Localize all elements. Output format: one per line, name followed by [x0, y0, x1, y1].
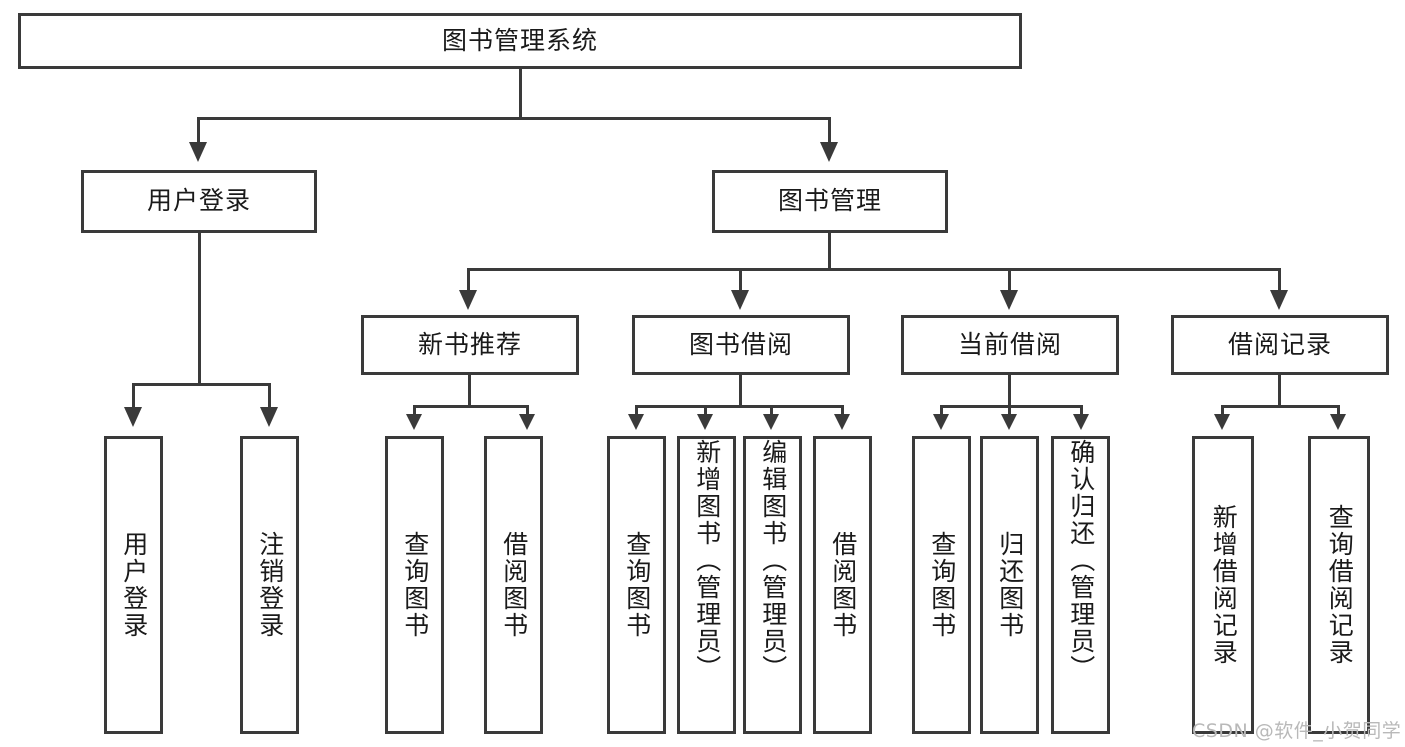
arrow-to-leaf-query-book-2: [628, 414, 644, 430]
arrow-to-leaf-query-book-1: [406, 414, 422, 430]
leaf-label: 查询图书: [400, 531, 430, 639]
leaf-query-book-recommend[interactable]: 查询图书: [385, 436, 444, 734]
connector-book-manage-drop-3: [1008, 268, 1011, 292]
leaf-add-book[interactable]: 新增图书（管理员）: [677, 436, 736, 734]
arrow-to-leaf-edit-book: [763, 414, 779, 430]
connector-root-bar: [198, 117, 831, 120]
leaf-label: 注销登录: [255, 531, 285, 639]
connector-current-stem: [1008, 375, 1011, 407]
connector-book-manage-bar: [467, 268, 1281, 271]
arrow-to-new-book-recommend: [459, 290, 477, 310]
arrow-to-leaf-return-book: [1001, 414, 1017, 430]
connector-current-drop-3: [1080, 405, 1083, 418]
leaf-label: 查询图书: [622, 531, 652, 639]
leaf-label: 用户登录: [119, 531, 149, 639]
arrow-to-leaf-logout: [260, 407, 278, 427]
connector-current-drop-1: [940, 405, 943, 418]
arrow-to-leaf-borrow-book-2: [834, 414, 850, 430]
connector-borrow-drop-1: [635, 405, 638, 418]
leaf-borrow-book[interactable]: 借阅图书: [813, 436, 872, 734]
leaf-label: 新增借阅记录: [1209, 504, 1239, 666]
leaf-query-borrow-record[interactable]: 查询借阅记录: [1308, 436, 1370, 734]
arrow-to-current-borrow: [1000, 290, 1018, 310]
connector-recommend-drop-1: [413, 405, 416, 418]
leaf-edit-book[interactable]: 编辑图书（管理员）: [743, 436, 802, 734]
node-label: 用户登录: [146, 186, 251, 216]
connector-user-login-bar: [132, 383, 270, 386]
connector-borrow-drop-3: [770, 405, 773, 418]
leaf-query-book-current[interactable]: 查询图书: [912, 436, 971, 734]
leaf-label: 借阅图书: [828, 531, 858, 639]
leaf-label: 查询图书: [927, 531, 957, 639]
arrow-to-leaf-confirm-return: [1073, 414, 1089, 430]
leaf-query-book-borrow[interactable]: 查询图书: [607, 436, 666, 734]
connector-borrow-stem: [739, 375, 742, 407]
node-label: 图书管理系统: [441, 25, 598, 55]
leaf-add-borrow-record[interactable]: 新增借阅记录: [1192, 436, 1254, 734]
leaf-label: 确认归还（管理员）: [1066, 439, 1096, 682]
leaf-user-login[interactable]: 用户登录: [104, 436, 163, 734]
connector-recommend-stem: [468, 375, 471, 407]
arrow-to-book-manage: [820, 142, 838, 162]
leaf-logout[interactable]: 注销登录: [240, 436, 299, 734]
arrow-to-leaf-query-record: [1330, 414, 1346, 430]
connector-records-drop-2: [1337, 405, 1340, 418]
connector-records-bar: [1221, 405, 1340, 408]
leaf-label: 查询借阅记录: [1325, 504, 1355, 666]
connector-book-manage-stem: [828, 233, 831, 268]
connector-root-stem: [519, 69, 522, 117]
arrow-to-user-login: [189, 142, 207, 162]
arrow-to-book-borrow: [731, 290, 749, 310]
connector-user-login-drop-1: [132, 383, 135, 409]
node-new-book-recommend[interactable]: 新书推荐: [361, 315, 579, 375]
leaf-return-book[interactable]: 归还图书: [980, 436, 1039, 734]
connector-records-stem: [1278, 375, 1281, 407]
connector-book-manage-drop-4: [1278, 268, 1281, 292]
arrow-to-leaf-add-record: [1214, 414, 1230, 430]
connector-recommend-drop-2: [526, 405, 529, 418]
connector-root-right-drop: [828, 117, 831, 144]
arrow-to-borrow-records: [1270, 290, 1288, 310]
node-book-management[interactable]: 图书管理: [712, 170, 948, 233]
connector-recommend-bar: [413, 405, 529, 408]
connector-records-drop-1: [1221, 405, 1224, 418]
connector-root-left-drop: [197, 117, 200, 144]
node-label: 借阅记录: [1227, 329, 1332, 359]
connector-book-manage-drop-1: [467, 268, 470, 292]
connector-borrow-bar: [635, 405, 844, 408]
node-user-login[interactable]: 用户登录: [81, 170, 317, 233]
leaf-label: 编辑图书（管理员）: [758, 439, 788, 682]
connector-current-bar: [940, 405, 1083, 408]
node-current-borrow[interactable]: 当前借阅: [901, 315, 1119, 375]
node-root-system[interactable]: 图书管理系统: [18, 13, 1022, 69]
leaf-borrow-book-recommend[interactable]: 借阅图书: [484, 436, 543, 734]
csdn-watermark: CSDN @软件_小贺同学: [1192, 720, 1402, 742]
connector-current-drop-2: [1008, 405, 1011, 418]
node-borrow-records[interactable]: 借阅记录: [1171, 315, 1389, 375]
node-label: 当前借阅: [957, 329, 1062, 359]
connector-user-login-stem: [198, 233, 201, 383]
connector-borrow-drop-4: [841, 405, 844, 418]
connector-borrow-drop-2: [704, 405, 707, 418]
node-book-borrow[interactable]: 图书借阅: [632, 315, 850, 375]
leaf-label: 借阅图书: [499, 531, 529, 639]
arrow-to-leaf-add-book: [697, 414, 713, 430]
arrow-to-leaf-borrow-book-1: [519, 414, 535, 430]
node-label: 图书借阅: [688, 329, 793, 359]
connector-user-login-drop-2: [268, 383, 271, 409]
arrow-to-leaf-query-book-3: [933, 414, 949, 430]
node-label: 图书管理: [777, 186, 882, 216]
leaf-confirm-return[interactable]: 确认归还（管理员）: [1051, 436, 1110, 734]
node-label: 新书推荐: [417, 329, 522, 359]
arrow-to-leaf-user-login: [124, 407, 142, 427]
connector-book-manage-drop-2: [739, 268, 742, 292]
leaf-label: 归还图书: [995, 531, 1025, 639]
leaf-label: 新增图书（管理员）: [692, 439, 722, 682]
